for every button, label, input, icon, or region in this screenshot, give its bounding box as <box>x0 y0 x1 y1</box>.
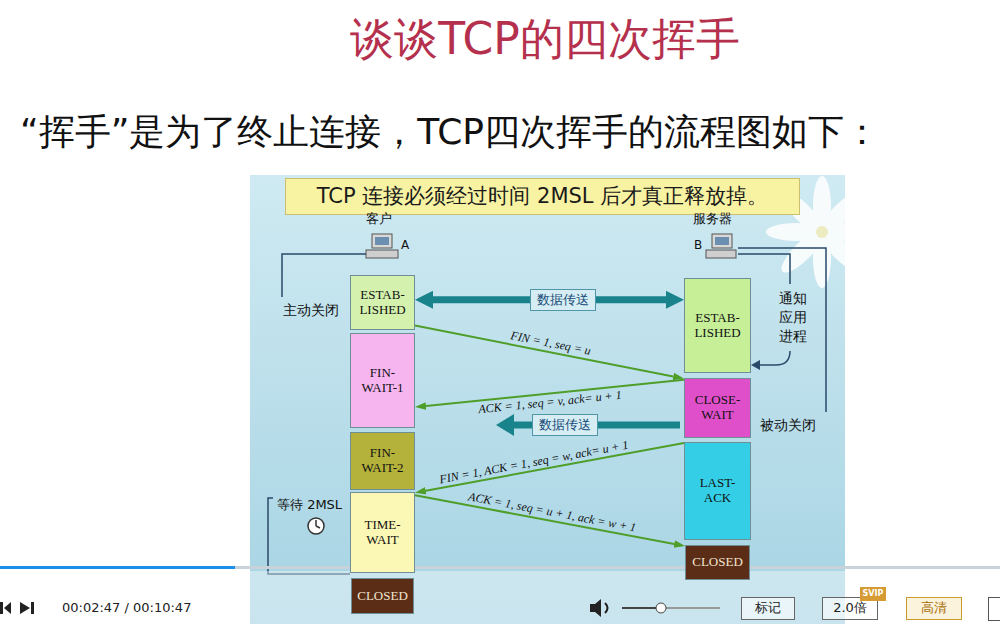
node-text: TCP 连接必须经过时间 2MSL 后才真正释放掉。 <box>317 184 768 208</box>
state-box: LAST- ACK <box>684 442 751 540</box>
annotation: 主动关闭 <box>283 302 339 320</box>
player-button: 标记 <box>741 597 795 620</box>
slide-title: 谈谈TCP的四次挥手 <box>245 10 845 69</box>
player-button: 高清 <box>906 597 962 620</box>
state-box: ESTAB- LISHED <box>684 278 751 373</box>
state-box: FIN- WAIT-2 <box>350 432 415 490</box>
host-label: 客户 <box>366 210 392 228</box>
next-icon <box>20 602 30 614</box>
screen <box>715 237 729 245</box>
slide-panel <box>250 175 845 624</box>
time-display: 00:02:47 / 00:10:47 <box>62 600 191 615</box>
video-player <box>0 566 1000 624</box>
volume-knob <box>656 603 666 613</box>
server-computer <box>706 234 736 258</box>
node-text: CLOSED <box>357 589 408 604</box>
prev-icon <box>0 602 3 614</box>
data-arrow-head <box>496 414 514 436</box>
host-letter: A <box>401 238 409 252</box>
volume-track <box>622 607 720 609</box>
node-text: 2.0倍 <box>833 601 867 616</box>
vip-badge: SVIP <box>860 587 886 601</box>
state-box: ESTAB- LISHED <box>350 275 415 330</box>
node-text: FIN- WAIT-2 <box>353 446 412 476</box>
flower-center <box>816 226 828 238</box>
host-label: 服务器 <box>693 210 732 228</box>
clock-hand <box>316 526 320 528</box>
state-box: CLOSE- WAIT <box>684 378 751 438</box>
message-label: FIN = 1, ACK = 1, seq = w, ack= u + 1 <box>439 437 630 486</box>
host-letter: B <box>694 238 702 252</box>
message-label: FIN = 1, seq = u <box>510 329 593 359</box>
node-text: CLOSED <box>692 555 743 570</box>
clock-icon <box>308 518 324 534</box>
annotation: 被动关闭 <box>760 417 816 435</box>
annotation: 通知 应用 进程 <box>779 289 810 346</box>
clock-face <box>308 518 324 534</box>
monitor <box>372 234 392 248</box>
volume-icon <box>605 603 608 613</box>
computer-base <box>366 250 398 258</box>
petal <box>813 186 845 241</box>
state-box: FIN- WAIT-1 <box>350 333 415 428</box>
node-text: ESTAB- LISHED <box>353 288 412 318</box>
node-text: SVIP <box>863 589 884 598</box>
client-computer <box>366 234 398 258</box>
volume-icon <box>590 599 601 617</box>
player-bar <box>0 571 1000 624</box>
timer-label: 等待 2MSL <box>277 496 342 514</box>
volume-level <box>622 607 660 609</box>
prev-icon <box>4 602 11 614</box>
state-box: TIME- WAIT <box>350 492 415 573</box>
node-text: 标记 <box>755 601 781 616</box>
node-text: LAST- ACK <box>687 476 748 506</box>
subtitle-text: “挥手”是为了终止连接，TCP四次挥手的流程图如下： <box>20 108 880 157</box>
leader-line <box>738 248 826 412</box>
progress-track <box>0 566 1000 569</box>
state-box: CLOSED <box>351 578 414 614</box>
next-icon <box>31 602 34 614</box>
node-text: 高清 <box>921 601 947 616</box>
node-text: CLOSE- WAIT <box>687 393 748 423</box>
node-text: ESTAB- LISHED <box>687 311 748 341</box>
state-box: CLOSED <box>685 545 750 580</box>
data-transfer-label: 数据传送 <box>530 289 596 311</box>
progress-played <box>0 566 235 569</box>
node-text: FIN- WAIT-1 <box>353 366 412 396</box>
screen <box>375 237 389 245</box>
annotation-lines <box>268 248 826 574</box>
message-label: ACK = 1, seq = v, ack= u + 1 <box>478 388 622 416</box>
cut-button <box>989 598 1000 621</box>
clock-hand <box>315 520 317 526</box>
arrow-head <box>751 360 760 370</box>
message-arrow <box>415 326 673 377</box>
data-transfer-label: 数据传送 <box>532 414 598 436</box>
banner-box: TCP 连接必须经过时间 2MSL 后才真正释放掉。 <box>285 178 800 215</box>
computer-base <box>706 250 736 258</box>
message-label: ACK = 1, seq = u + 1, ack = w + 1 <box>467 489 637 534</box>
node-text: TIME- WAIT <box>353 518 412 548</box>
monitor <box>712 234 732 248</box>
leader-line <box>760 351 790 365</box>
